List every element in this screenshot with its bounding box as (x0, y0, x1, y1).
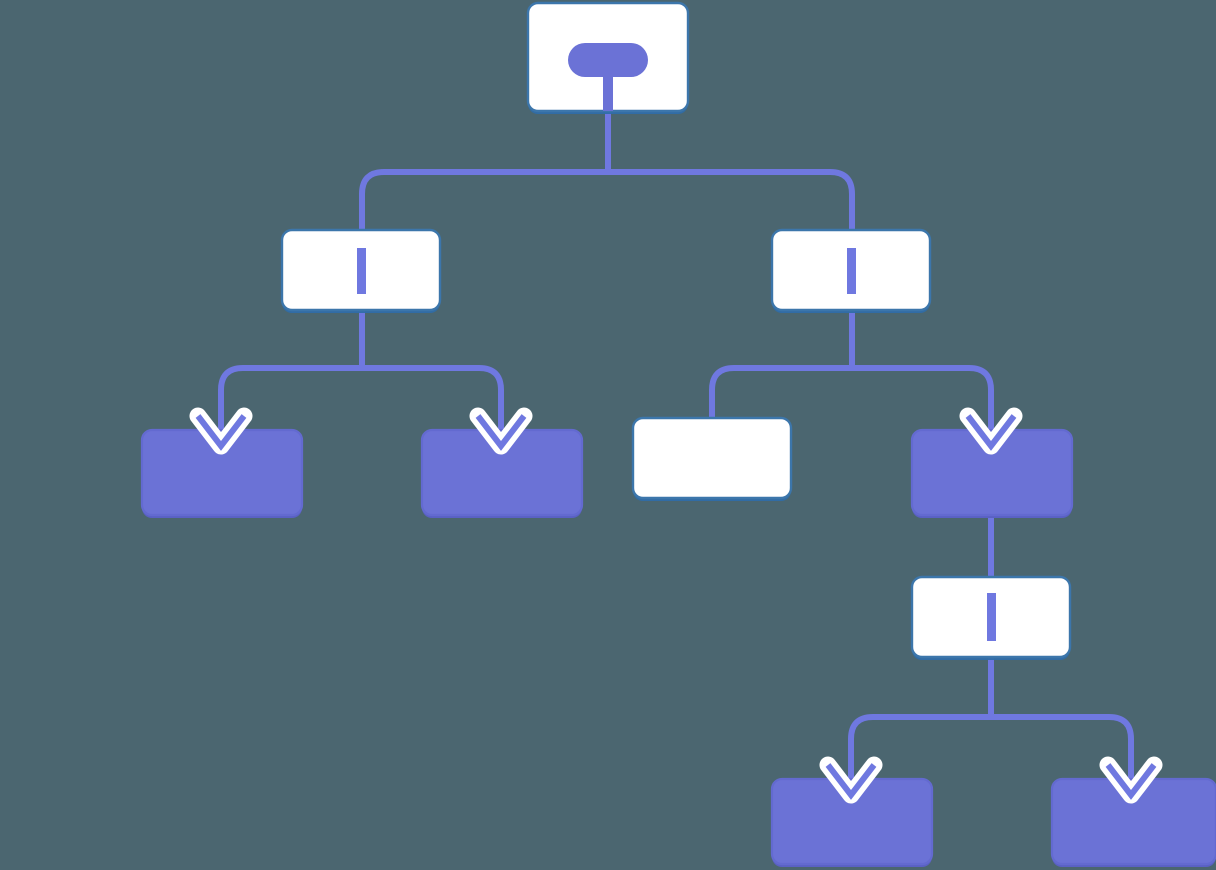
node-l2-c[interactable] (631, 416, 793, 501)
arrowhead-inner (475, 414, 527, 451)
arrow-l2-b-head (469, 407, 533, 455)
node-l4-a[interactable] (770, 777, 934, 867)
arrowhead-inner (965, 414, 1017, 451)
edge-bus-2-to-l2-b (362, 365, 504, 436)
edge-bus-4-to-l4-a (848, 714, 991, 786)
edge-bus-2-to-l2-a (218, 365, 362, 436)
node-l2-b[interactable] (420, 428, 584, 518)
node-l3-mid[interactable] (910, 575, 1072, 660)
node-body[interactable] (140, 428, 304, 517)
node-body[interactable] (770, 777, 934, 866)
arrow-l2-d-head (959, 407, 1023, 455)
arrowhead-inner (195, 414, 247, 451)
arrow-l2-a-head (189, 407, 253, 455)
arrowhead-inner (825, 763, 877, 800)
node-l2-d[interactable] (910, 428, 1074, 518)
node-l2-a[interactable] (140, 428, 304, 518)
arrowheads-layer (189, 407, 1163, 804)
node-body[interactable] (631, 416, 793, 500)
pill-badge[interactable] (568, 43, 648, 77)
edge-bus-4-to-l4-b (991, 714, 1134, 786)
arrowhead-inner (1105, 763, 1157, 800)
edge-bus-1-to-l1-left (359, 169, 608, 230)
arrow-l4-a-head (819, 756, 883, 804)
edge-bus-1-to-l1-right (608, 169, 855, 230)
nodes-layer (140, 1, 1216, 867)
edges-layer (218, 111, 1134, 786)
edge-bus-3-to-l2-d (852, 365, 994, 436)
node-root[interactable] (526, 1, 690, 114)
node-inner-connector-bar (357, 248, 366, 294)
arrow-l4-b-head (1099, 756, 1163, 804)
node-body[interactable] (420, 428, 584, 517)
node-inner-connector-bar (847, 248, 856, 294)
edge-bus-3-to-l2-c (709, 365, 852, 418)
node-l1-right[interactable] (770, 228, 932, 313)
pill-stem (603, 70, 613, 111)
node-l1-left[interactable] (280, 228, 442, 313)
node-inner-connector-bar (987, 593, 996, 641)
node-body[interactable] (910, 428, 1074, 517)
